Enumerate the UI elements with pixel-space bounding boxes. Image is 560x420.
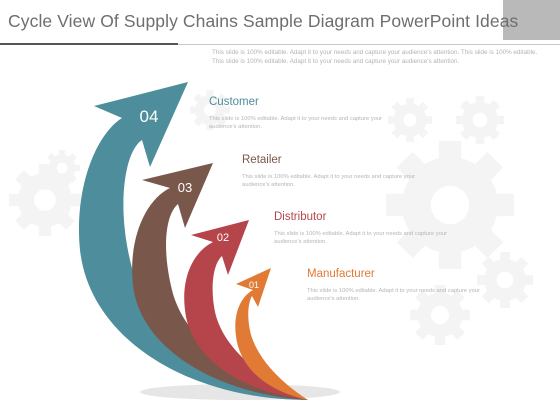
gear-icon <box>456 96 504 144</box>
step-number-01: 01 <box>249 280 259 290</box>
step-title-distributor: Distributor <box>274 211 327 223</box>
title-bar <box>0 0 503 40</box>
arrow-04 <box>78 82 308 400</box>
arrow-03 <box>132 163 308 400</box>
arrow-01 <box>235 268 308 400</box>
step-desc-distributor: This slide is 100% editable. Adapt it to… <box>274 231 448 245</box>
title-accent-block <box>503 0 560 40</box>
gear-icon <box>44 150 80 186</box>
step-title-customer: Customer <box>209 96 259 108</box>
gear-icon <box>388 98 432 142</box>
arrow-02 <box>184 220 308 400</box>
step-number-04: 04 <box>140 107 159 126</box>
step-number-03: 03 <box>178 180 192 195</box>
step-number-02: 02 <box>217 232 229 244</box>
title-underline-dark <box>0 43 178 45</box>
step-title-manufacturer: Manufacturer <box>307 268 375 280</box>
slide-title: Cycle View Of Supply Chains Sample Diagr… <box>8 11 519 31</box>
step-desc-customer: This slide is 100% editable. Adapt it to… <box>209 116 383 130</box>
step-desc-retailer: This slide is 100% editable. Adapt it to… <box>242 174 416 188</box>
step-desc-manufacturer: This slide is 100% editable. Adapt it to… <box>307 288 481 302</box>
gear-icon <box>477 252 533 308</box>
title-underline-light <box>178 44 560 45</box>
gear-icon <box>386 141 514 269</box>
slide-subtitle: This slide is 100% editable. Adapt it to… <box>212 49 538 65</box>
step-title-retailer: Retailer <box>242 154 282 166</box>
